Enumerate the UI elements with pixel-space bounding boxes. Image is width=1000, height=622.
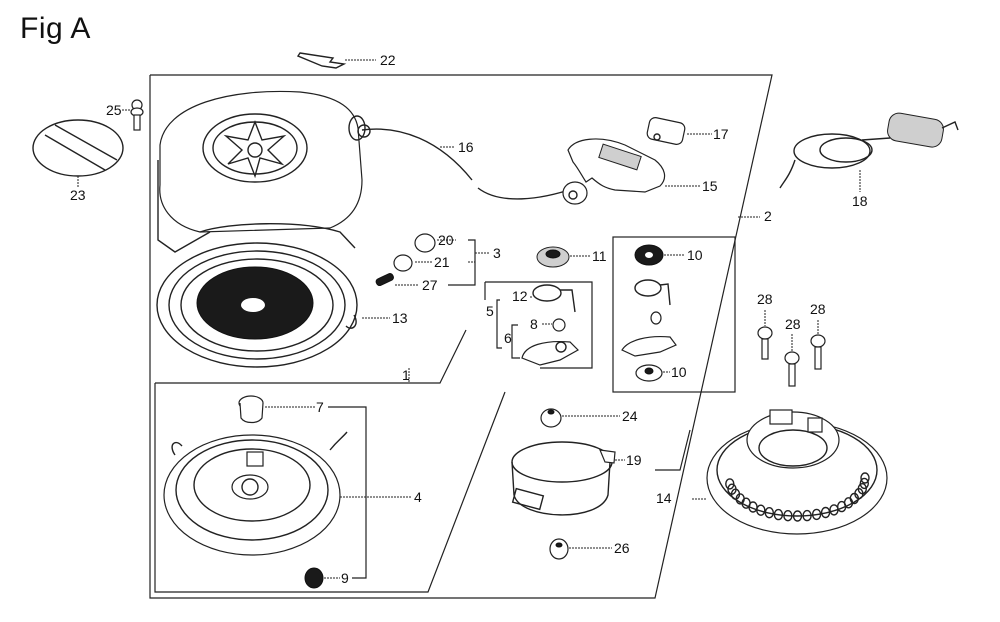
starter-case-part-1: [157, 90, 371, 253]
callout-14: 14: [656, 490, 672, 506]
nut-part-26: [549, 538, 612, 560]
bolt-part-25: [122, 99, 144, 131]
starter-pulley-part-14: [692, 409, 888, 535]
group-frame-14: [655, 429, 691, 471]
fan-hole: [725, 478, 735, 490]
callout-28-right: 28: [810, 301, 826, 317]
group-frame-1: [155, 329, 467, 384]
fan-hole: [859, 477, 869, 490]
callout-5: 5: [486, 303, 494, 319]
callout-10-top: 10: [687, 247, 703, 263]
fan-hole: [792, 510, 803, 522]
starter-grip-part-15: [562, 138, 700, 205]
callout-7: 7: [316, 399, 324, 415]
recoil-spring-part-13: [156, 223, 390, 368]
callout-28-middle: 28: [785, 316, 801, 332]
callout-4: 4: [414, 489, 422, 505]
callout-16: 16: [458, 139, 474, 155]
group-frame-10: [612, 236, 736, 393]
callout-3: 3: [493, 245, 501, 261]
ratchet-spring-part-12: [530, 284, 576, 313]
alt-ratchet-set-part-10: [621, 244, 685, 382]
callout-1: 1: [402, 367, 410, 383]
callout-25: 25: [106, 102, 122, 118]
flange-bolt-part-28b: [784, 334, 800, 387]
fan-hole: [820, 506, 831, 519]
callout-2: 2: [764, 208, 772, 224]
direction-arrow-part-22: [296, 52, 376, 69]
fan-hole: [783, 510, 793, 522]
callout-13: 13: [392, 310, 408, 326]
callout-17: 17: [713, 126, 729, 142]
callout-21: 21: [434, 254, 450, 270]
callout-6: 6: [504, 330, 512, 346]
fan-hole: [764, 507, 774, 519]
ratchet-part-6: [496, 299, 579, 366]
callout-23: 23: [70, 187, 86, 203]
callout-20: 20: [438, 232, 454, 248]
group-frame-pulley: [154, 383, 506, 593]
callout-18: 18: [852, 193, 868, 209]
callout-27: 27: [422, 277, 438, 293]
callout-15: 15: [702, 178, 718, 194]
fan-hole: [811, 508, 822, 521]
fan-hole: [756, 504, 766, 516]
ratchet-pin-part-8: [542, 318, 566, 332]
reel-pulley-part-4: [163, 431, 412, 556]
fan-hole: [802, 509, 812, 522]
fan-hole: [773, 508, 784, 521]
grip-insert-part-17: [646, 117, 712, 145]
figure-title: Fig A: [20, 12, 91, 45]
collar-part-7: [238, 395, 315, 424]
callout-24: 24: [622, 408, 638, 424]
pulley-cup-part-19: [511, 441, 625, 516]
callout-8: 8: [530, 316, 538, 332]
fan-hole: [860, 472, 870, 484]
bolt-group-part-3: [375, 233, 490, 287]
flange-bolt-part-28c: [810, 320, 826, 370]
gasket-ring-part-23: [32, 119, 124, 188]
callout-19: 19: [626, 452, 642, 468]
nut-part-9: [304, 406, 367, 589]
callout-9: 9: [341, 570, 349, 586]
rope-with-grip-part-18: [779, 112, 959, 192]
callout-12: 12: [512, 288, 528, 304]
flange-bolt-part-28a: [757, 310, 773, 360]
washer-part-24: [540, 408, 620, 428]
friction-plate-part-11: [536, 246, 590, 268]
callout-11: 11: [592, 248, 607, 264]
group-frame-2: [149, 74, 773, 599]
callout-10-bottom: 10: [671, 364, 687, 380]
callout-26: 26: [614, 540, 630, 556]
callout-22: 22: [380, 52, 396, 68]
callout-28-left: 28: [757, 291, 773, 307]
group-frame-5: [485, 281, 593, 369]
fan-hole: [857, 483, 867, 495]
